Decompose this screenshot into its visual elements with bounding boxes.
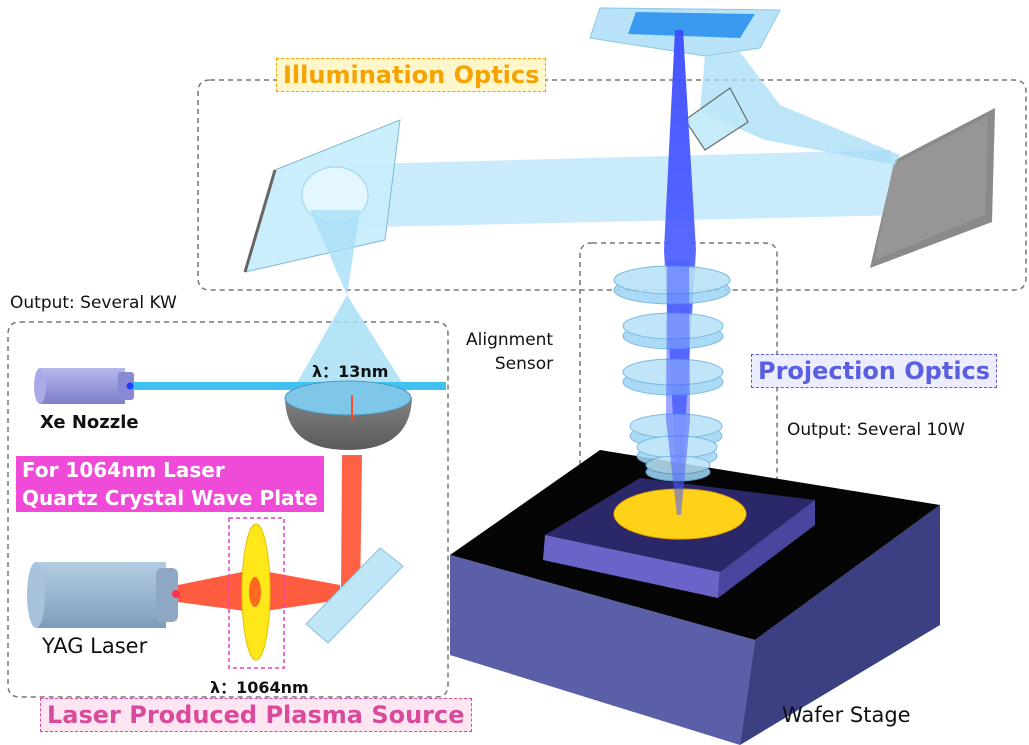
illumination-optics-enclosure [197, 79, 1027, 291]
laser-wavelength-label: λ：1064nm [210, 678, 309, 697]
xe-nozzle-tip [118, 372, 134, 400]
collector-mirror-rim [284, 380, 412, 416]
alignment-sensor-line2: Sensor [494, 354, 554, 374]
wave-plate-label: For 1064nm Laser Quartz Crystal Wave Pla… [16, 456, 324, 512]
xe-nozzle-label: Xe Nozzle [40, 412, 139, 433]
yag-laser-back [27, 562, 45, 628]
laser-turning-mirror [305, 547, 404, 644]
alignment-sensor-label: Alignment Sensor [466, 328, 553, 376]
xe-nozzle-back [34, 368, 46, 404]
yag-laser-aperture [172, 590, 180, 598]
wave-plate-label-line2: Quartz Crystal Wave Plate [22, 486, 318, 510]
wave-plate-beam-spot [249, 577, 261, 607]
yag-laser-body [36, 562, 166, 628]
euv-beam-through-lenses [666, 260, 690, 515]
xe-nozzle-body [40, 368, 125, 404]
yag-laser-label: YAG Laser [42, 634, 148, 658]
right-mirror-face [875, 116, 988, 260]
wave-plate-label-line1: For 1064nm Laser [22, 458, 225, 482]
reticle-reflected-beam [700, 52, 900, 165]
stage-right-side [740, 505, 940, 745]
lpp-source-enclosure [7, 321, 449, 698]
illumination-cone [310, 210, 360, 295]
output-projection-label: Output: Several 10W [787, 420, 965, 440]
illumination-optics-label: Illumination Optics [276, 58, 547, 92]
xe-nozzle-orifice [126, 382, 134, 390]
reticle-mask [628, 12, 755, 38]
xe-gas-jet [134, 382, 446, 390]
wafer-chuck-front [543, 535, 720, 598]
lpp-source-label: Laser Produced Plasma Source [40, 698, 472, 732]
euv-wavelength-label: λ：13nm [312, 362, 389, 381]
wafer-chuck-right [718, 500, 815, 598]
stage-left-side [450, 555, 755, 745]
laser-beam-vertical [341, 455, 362, 600]
wafer-stage-label: Wafer Stage [782, 703, 911, 727]
output-source-label: Output: Several KW [10, 293, 177, 313]
euv-collector-cone [290, 295, 410, 395]
wave-plate-highlight-box [228, 517, 285, 669]
projection-optics-label: Projection Optics [751, 354, 998, 388]
left-mirror-edge [243, 169, 277, 273]
alignment-sensor-line1: Alignment [466, 330, 554, 350]
illumination-light-path [330, 150, 905, 228]
small-fold-mirror [684, 87, 749, 151]
yag-laser-front [156, 568, 178, 622]
